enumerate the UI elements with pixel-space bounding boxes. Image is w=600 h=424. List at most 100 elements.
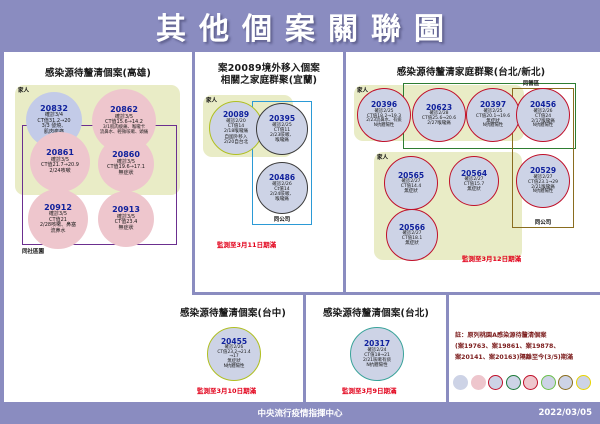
- case-id: 20913: [112, 205, 140, 215]
- case-line-2: CT值23.1→29: [528, 180, 558, 186]
- case-line-1: 確診2/27: [533, 174, 553, 180]
- case-node-20860[interactable]: 20860 確診3/5 CT值19.6→17.1 無症狀: [98, 136, 154, 192]
- case-line-3: 2/24咳嗽: [49, 167, 71, 174]
- case-id: 20912: [44, 202, 72, 212]
- case-line-4: 流鼻水: [50, 227, 66, 234]
- case-line-3: →17: [229, 354, 239, 360]
- case-node-20486[interactable]: 20486 確診2/26 Ct值14 2/24咳嗽、 喉嚨痛: [256, 162, 308, 214]
- case-line-4: N抗體陽性: [366, 362, 388, 368]
- case-line-4: 肌肉痠痛: [44, 129, 64, 136]
- case-line-3: 無症狀: [467, 187, 481, 193]
- legend-icon-yellow-ring: [575, 375, 591, 390]
- case-line-3: 3/1肌肉痠痛、喉嚨卡: [102, 124, 146, 130]
- case-id: 20832: [40, 103, 68, 113]
- case-line-1: 確診2/26: [533, 108, 553, 114]
- case-line-3: 2/27喉嚨痛: [427, 121, 451, 127]
- case-node-20913[interactable]: 20913 確診3/5 CT值23.4 無症狀: [98, 191, 154, 247]
- note-line-3: 案20141、案20163)隔離至今(3/5)期滿: [455, 354, 574, 361]
- legend-icon-pink-red-ring: [523, 375, 538, 390]
- taichung-expiry: 監測至3月10日期滿: [197, 387, 257, 395]
- case-line-2: CT值14: [227, 124, 245, 130]
- case-line-1: 確診3/5: [48, 211, 68, 217]
- case-id: 20486: [268, 172, 296, 182]
- case-line-1: 確診2/26: [224, 344, 244, 350]
- case-line-3: 2/18喉嚨痛: [223, 129, 249, 135]
- case-id: 20860: [112, 150, 140, 160]
- case-line-3: 無症狀: [118, 224, 134, 231]
- case-line-1: 確診2/25: [483, 108, 503, 114]
- case-id: 20395: [268, 113, 296, 123]
- case-line-3: 2/21喉嚨痛: [531, 185, 555, 191]
- legend-icon-green-ring: [505, 375, 521, 390]
- case-line-1: 確診2/27: [402, 231, 422, 237]
- case-line-1: 確診2/25: [374, 109, 394, 115]
- case-line-3: 2/23咳嗽、: [269, 132, 295, 138]
- header-bar: 其他個案關聯圖: [0, 0, 600, 52]
- case-line-5: N抗體陽性: [223, 364, 245, 370]
- tpe-camp-label: 同營區: [522, 81, 540, 87]
- case-node-20089[interactable]: 20089 確診2/20 CT值14 2/18喉嚨痛 自國外移入 2/20自台北: [209, 101, 263, 155]
- case-node-20566[interactable]: 20566 確診2/27 CT值18.1 無症狀: [386, 209, 438, 261]
- panel-taichung-title: 感染源待釐清個案(台中): [179, 308, 287, 319]
- case-line-2: CT值18.2→19.3: [366, 114, 402, 120]
- note-line-1: 註：原列桃園A感染源待釐清個案: [455, 332, 547, 339]
- case-node-20529[interactable]: 20529 確診2/27 CT值23.1→29 2/21喉嚨痛 N抗體陽性: [516, 154, 570, 208]
- panel-kaohsiung-title: 感染源待釐清個案(高雄): [44, 68, 152, 79]
- footer-bar: 中央流行疫情指揮中心 2022/03/05: [0, 402, 600, 424]
- case-id: 20862: [110, 105, 138, 115]
- case-line-4: 無症狀: [227, 359, 241, 365]
- case-id: 20565: [397, 170, 425, 180]
- footer-date: 2022/03/05: [538, 408, 592, 418]
- case-line-2: CT值23.4: [114, 219, 138, 226]
- case-node-20861[interactable]: 20861 確診3/5 CT值21.7→20.9 2/24咳嗽: [30, 132, 90, 192]
- case-line-4: N抗體陽性: [532, 123, 554, 129]
- case-node-20912[interactable]: 20912 確診3/5 CT值21 2/28咳嗽、鼻塞 流鼻水: [28, 189, 88, 249]
- case-line-2: CT值18→21: [364, 352, 390, 358]
- case-node-20564[interactable]: 20564 確診2/27 CT值15.7 無症狀: [449, 156, 499, 206]
- case-line-1: 確診3/4: [44, 112, 64, 118]
- case-line-3: 3/3 發燒、: [41, 123, 67, 130]
- case-node-20396[interactable]: 20396 確診2/25 CT值18.2→19.3 2/23流鼻水、有痰 N抗體…: [357, 88, 411, 142]
- case-line-2: CT值20.1→19.6: [475, 114, 511, 120]
- case-node-20397[interactable]: 20397 確診2/25 CT值20.1→19.6 無症狀 N抗體陽性: [466, 88, 520, 142]
- case-line-3: 無症狀: [118, 169, 134, 176]
- case-id: 20455: [220, 336, 248, 346]
- case-line-2: Ct值14: [274, 186, 290, 192]
- kaohsiung-family-label: 家人: [18, 88, 30, 94]
- case-line-4: N抗體陽性: [532, 189, 554, 195]
- case-id: 20566: [398, 222, 426, 232]
- case-line-3: 2/21咳嗽有痰: [362, 357, 392, 363]
- yilan-company-box: [252, 101, 312, 225]
- panel-kaohsiung: 感染源待釐清個案(高雄) 家人 20832 確診3/4 CT值31.2→20 3…: [4, 52, 192, 402]
- panel-note: 註：原列桃園A感染源待釐清個案 (案19763、案19861、案19878、 案…: [449, 295, 600, 402]
- case-line-3: 無症狀: [405, 241, 419, 247]
- case-id: 20397: [479, 100, 507, 110]
- case-node-20317[interactable]: 20317 確診2/24 CT值18→21 2/21咳嗽有痰 N抗體陽性: [350, 327, 404, 381]
- case-node-20565[interactable]: 20565 確診2/27 CT值14.4 無症狀: [384, 156, 438, 210]
- tpe-company-label: 同公司: [534, 220, 552, 226]
- case-line-2: CT值21.7→20.9: [40, 162, 79, 169]
- legend-icon-red-ring: [488, 375, 503, 390]
- case-id: 20317: [363, 339, 391, 348]
- case-node-20395[interactable]: 20395 確診2/25 CT值11 2/23咳嗽、 喉嚨痛: [256, 103, 308, 155]
- case-node-20455[interactable]: 20455 確診2/26 CT值23.2→21.4 →17 無症狀 N抗體陽性: [207, 327, 261, 381]
- case-id: 20861: [46, 148, 74, 158]
- case-id: 20456: [529, 100, 557, 110]
- case-node-20623[interactable]: 20623 確診2/28 CT值25.6→20.6 2/27喉嚨痛: [412, 88, 466, 142]
- panel-taichung: 感染源待釐清個案(台中) 20455 確診2/26 CT值23.2→21.4 →…: [163, 295, 303, 402]
- case-line-4: 流鼻水、輕微咳嗽、頭痛: [99, 129, 149, 135]
- tpe-expiry: 監測至3月12日期滿: [462, 255, 522, 263]
- case-line-2: CT值15.6→14.2: [104, 119, 143, 126]
- legend-icon-blue: [453, 375, 468, 390]
- case-node-20456[interactable]: 20456 確診2/26 CT值24 2/17喉嚨痛 N抗體陽性: [516, 88, 570, 142]
- case-line-1: 確診2/24: [367, 347, 387, 353]
- case-line-4: 喉嚨痛: [275, 138, 289, 144]
- case-line-4: 喉嚨痛: [275, 197, 289, 203]
- case-line-2: CT值14.4: [400, 184, 422, 190]
- case-line-4: 自國外移入: [224, 134, 248, 140]
- footer-org: 中央流行疫情指揮中心: [257, 409, 343, 419]
- legend-icon-lightgreen-ring: [540, 375, 556, 390]
- case-line-2: CT值24: [534, 114, 552, 120]
- tpe-family-label-top: 家人: [357, 88, 369, 94]
